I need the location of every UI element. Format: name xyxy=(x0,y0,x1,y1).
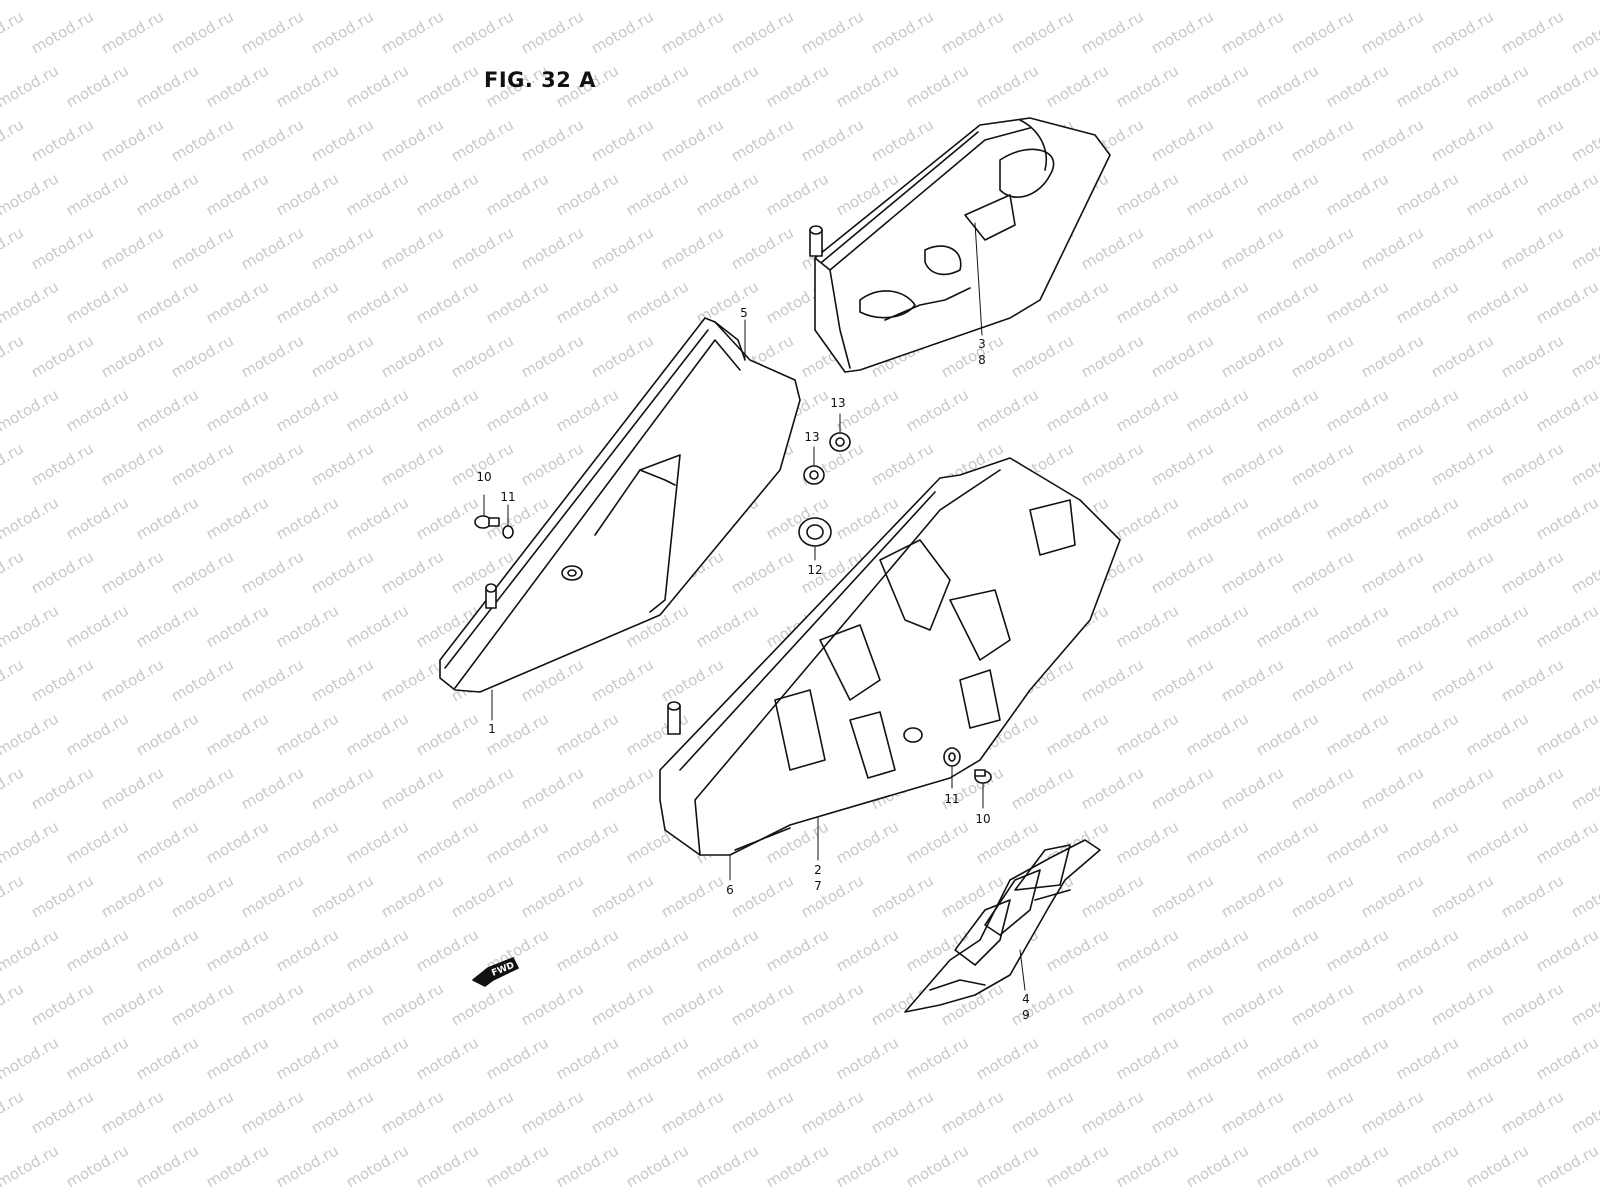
part-rear-cover-upper xyxy=(810,118,1110,372)
figure-title: FIG. 32 A xyxy=(484,68,596,92)
part-bolt-washer-right xyxy=(944,748,991,808)
callout-4: 4 xyxy=(1022,992,1030,1006)
callout-13-lower: 13 xyxy=(804,430,820,444)
callout-13-upper: 13 xyxy=(830,396,846,410)
part-bolt-washer-left xyxy=(475,495,513,538)
callout-8: 8 xyxy=(978,353,986,367)
part-grommet-12 xyxy=(799,518,831,560)
callout-12: 12 xyxy=(807,563,823,577)
callout-7: 7 xyxy=(814,879,822,893)
part-front-cover-left xyxy=(440,318,800,720)
callout-9: 9 xyxy=(1022,1008,1030,1022)
callout-11-right: 11 xyxy=(944,792,960,806)
callout-10-right: 10 xyxy=(975,812,991,826)
part-emblem-decal xyxy=(905,840,1100,1012)
fwd-arrow-icon: FWD xyxy=(472,957,519,987)
callout-2: 2 xyxy=(814,863,822,877)
part-rear-cover-lower xyxy=(660,458,1120,880)
callout-10-left: 10 xyxy=(476,470,492,484)
callout-1: 1 xyxy=(488,722,496,736)
part-grommets-13 xyxy=(804,414,850,484)
callout-11-left: 11 xyxy=(500,490,516,504)
callout-3: 3 xyxy=(978,337,986,351)
callout-6: 6 xyxy=(726,883,734,897)
callout-5: 5 xyxy=(740,306,748,320)
fwd-label: FWD xyxy=(490,961,516,979)
